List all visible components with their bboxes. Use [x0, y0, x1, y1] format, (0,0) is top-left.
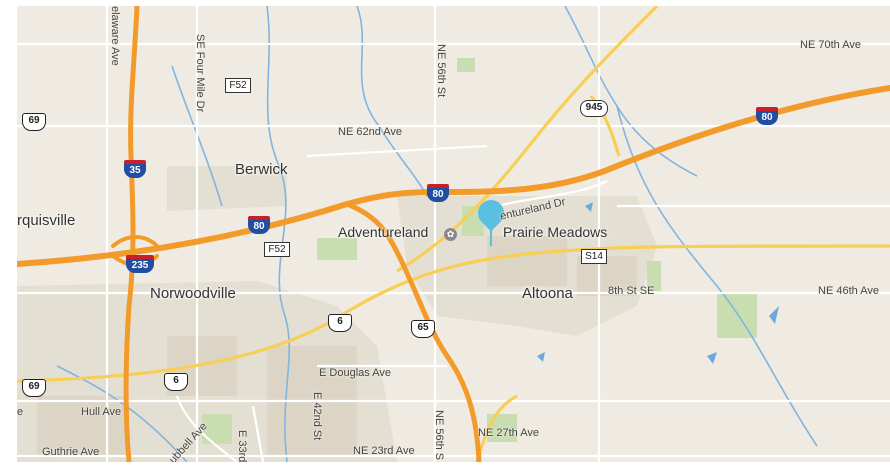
town-label-norwoodville: Norwoodville — [150, 285, 236, 302]
street-label-ne-46th-ave: NE 46th Ave — [818, 285, 879, 297]
street-label-e-douglas-ave: E Douglas Ave — [319, 367, 391, 379]
map-canvas[interactable]: Berwick rquisville Norwoodville Altoona … — [17, 6, 890, 462]
county-route-f52-shield-center: F52 — [264, 242, 290, 257]
interstate-80-shield-east: 80 — [756, 107, 778, 125]
us-route-65-shield: 65 — [411, 320, 435, 338]
street-label-guthrie-ave: Guthrie Ave — [42, 446, 100, 458]
county-route-f52-shield-north: F52 — [225, 78, 251, 93]
us-route-69-shield-north: 69 — [22, 113, 46, 131]
street-label-e-42nd-st: E 42nd St — [311, 392, 323, 441]
ponds — [537, 202, 779, 364]
street-label-ne-27th-ave: NE 27th Ave — [478, 427, 539, 439]
us-route-69-shield-south: 69 — [22, 379, 46, 397]
street-label-ne-62nd-ave: NE 62nd Ave — [338, 126, 403, 138]
street-label-hull-ave: Hull Ave — [81, 406, 122, 418]
interstate-35-shield: 35 — [124, 160, 146, 178]
street-label-hull-prefix: e — [17, 406, 24, 418]
street-label-delaware-ave: elaware Ave — [109, 6, 121, 66]
street-label-e-33rd: E 33rd — [236, 430, 248, 462]
amusement-park-icon[interactable]: ✿ — [444, 228, 457, 241]
town-label-urquisville: rquisville — [17, 212, 76, 229]
interstate-235-shield: 235 — [126, 255, 154, 273]
street-label-ne-56th-st-south: NE 56th S — [433, 410, 445, 461]
county-route-s14-shield: S14 — [581, 249, 607, 264]
street-label-ne-56th-st-north: NE 56th St — [435, 44, 447, 98]
town-label-berwick: Berwick — [235, 161, 288, 178]
iowa-945-shield: 945 — [580, 100, 608, 117]
us-route-6-shield-west: 6 — [164, 373, 188, 391]
interstate-80-shield-west: 80 — [248, 216, 270, 234]
street-label-ne-23rd-ave: NE 23rd Ave — [353, 445, 415, 457]
street-label-se-four-mile-dr: SE Four Mile Dr — [194, 34, 206, 113]
us-route-6-shield-center: 6 — [328, 314, 352, 332]
map-pin-stem — [490, 224, 492, 246]
interstate-80-shield-center: 80 — [427, 184, 449, 202]
poi-label-prairie-meadows[interactable]: Prairie Meadows — [503, 224, 608, 240]
map-base-layer — [17, 6, 890, 462]
town-label-altoona: Altoona — [522, 285, 573, 302]
local-roads — [17, 6, 890, 462]
poi-label-adventureland[interactable]: Adventureland — [338, 224, 429, 240]
street-label-ne-70th-ave: NE 70th Ave — [800, 39, 861, 51]
park-areas — [202, 58, 757, 444]
street-label-8th-st-se: 8th St SE — [608, 285, 655, 297]
